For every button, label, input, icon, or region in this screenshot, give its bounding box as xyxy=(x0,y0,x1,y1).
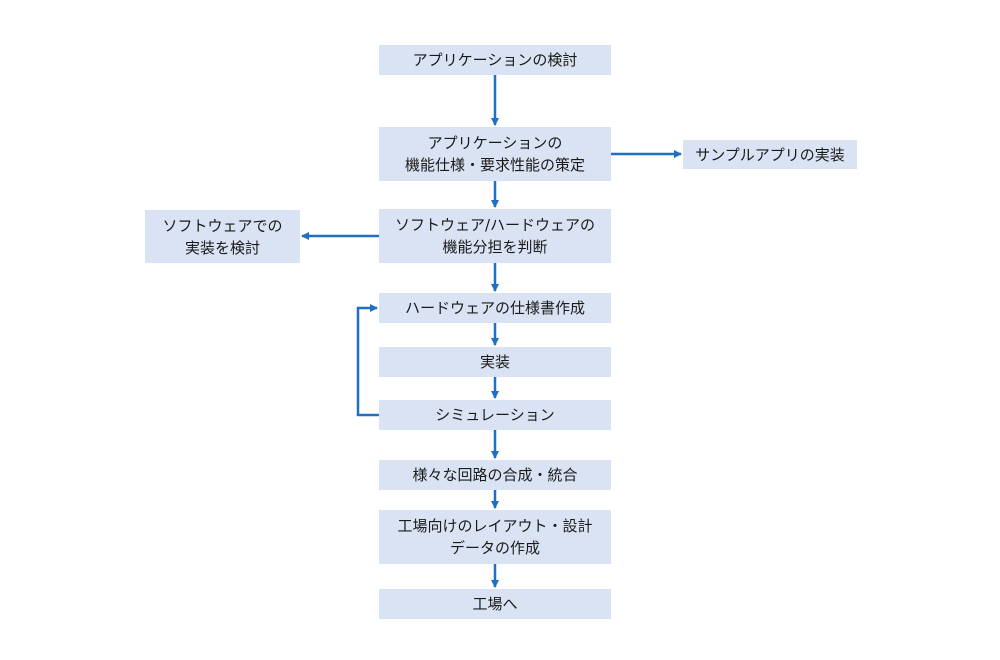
step-label: 工場向けのレイアウト・設計 xyxy=(397,517,593,535)
step-label: 機能分担を判断 xyxy=(442,238,548,256)
side-software-impl: ソフトウェアでの 実装を検討 xyxy=(145,210,300,263)
step-label: アプリケーションの検討 xyxy=(412,51,578,69)
step-functional-spec: アプリケーションの 機能仕様・要求性能の策定 xyxy=(379,127,611,181)
step-simulation: シミュレーション xyxy=(379,400,611,430)
step-layout-data: 工場向けのレイアウト・設計 データの作成 xyxy=(379,510,611,564)
step-label: データの作成 xyxy=(449,539,540,557)
step-label: アプリケーションの xyxy=(427,134,563,152)
step-label: 工場へ xyxy=(472,595,518,613)
step-label: 様々な回路の合成・統合 xyxy=(412,466,578,484)
step-hw-spec: ハードウェアの仕様書作成 xyxy=(379,293,611,323)
step-implementation: 実装 xyxy=(379,347,611,377)
step-to-factory: 工場へ xyxy=(379,589,611,619)
side-sample-app: サンプルアプリの実装 xyxy=(683,140,857,169)
side-label: サンプルアプリの実装 xyxy=(695,145,845,164)
side-label: 実装を検討 xyxy=(184,238,260,257)
step-label: シミュレーション xyxy=(435,406,555,424)
step-application-review: アプリケーションの検討 xyxy=(379,45,611,75)
step-label: 機能仕様・要求性能の策定 xyxy=(404,156,585,174)
step-synthesis: 様々な回路の合成・統合 xyxy=(379,460,611,490)
step-hw-sw-partition: ソフトウェア/ハードウェアの 機能分担を判断 xyxy=(379,209,611,263)
step-label: 実装 xyxy=(479,353,510,371)
step-label: ハードウェアの仕様書作成 xyxy=(404,299,585,317)
side-label: ソフトウェアでの xyxy=(162,216,283,235)
step-label: ソフトウェア/ハードウェアの xyxy=(394,216,596,234)
arrow-loop-back xyxy=(356,304,379,417)
